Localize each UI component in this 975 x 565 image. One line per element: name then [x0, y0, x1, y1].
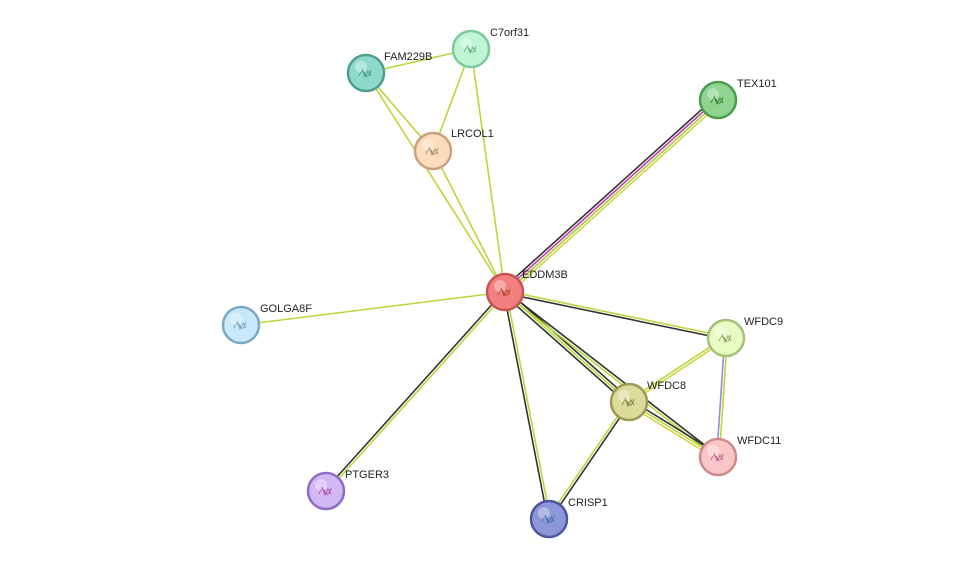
node-highlight — [422, 139, 434, 151]
edge-evidence-line — [505, 291, 552, 519]
node-c7orf31[interactable]: C7orf31 — [451, 27, 529, 69]
node-wfdc8[interactable]: WFDC8 — [609, 380, 686, 422]
edge-evidence-line — [718, 338, 729, 458]
protein-structure-icon — [425, 146, 439, 157]
edges-layer — [240, 48, 729, 521]
protein-structure-icon — [318, 486, 332, 497]
edge-eddm3b-wfdc9[interactable] — [504, 289, 727, 341]
node-golga8f[interactable]: GOLGA8F — [221, 303, 312, 345]
node-highlight — [230, 313, 242, 325]
protein-structure-icon — [710, 95, 724, 106]
node-label: CRISP1 — [568, 497, 608, 509]
node-wfdc11[interactable]: WFDC11 — [698, 435, 781, 477]
protein-structure-icon — [463, 44, 477, 55]
node-label: LRCOL1 — [451, 128, 494, 140]
protein-structure-icon — [358, 68, 372, 79]
node-label: WFDC11 — [737, 435, 781, 447]
node-circle[interactable] — [706, 318, 746, 358]
node-circle[interactable] — [698, 437, 738, 477]
edge-evidence-line — [365, 72, 506, 293]
node-label: FAM229B — [384, 51, 432, 63]
edge-evidence-line — [505, 100, 720, 294]
node-highlight — [315, 479, 327, 491]
node-label: PTGER3 — [345, 469, 389, 481]
node-label: C7orf31 — [490, 27, 529, 39]
node-highlight — [355, 61, 367, 73]
edge-eddm3b-golga8f[interactable] — [240, 291, 506, 326]
node-label: WFDC9 — [744, 316, 783, 328]
edge-evidence-line — [504, 292, 726, 341]
node-circle[interactable] — [485, 272, 525, 312]
edge-wfdc8-wfdc9[interactable] — [627, 336, 728, 404]
node-circle[interactable] — [306, 471, 346, 511]
edge-evidence-line — [547, 400, 629, 519]
node-circle[interactable] — [221, 305, 261, 345]
edge-evidence-line — [326, 292, 507, 493]
node-circle[interactable] — [609, 382, 649, 422]
node-circle[interactable] — [346, 53, 386, 93]
edge-evidence-line — [505, 290, 720, 457]
node-highlight — [707, 88, 719, 100]
node-circle[interactable] — [529, 499, 569, 539]
node-label: EDDM3B — [522, 269, 568, 281]
edge-eddm3b-crisp1[interactable] — [502, 291, 552, 520]
node-label: TEX101 — [737, 78, 777, 90]
edge-eddm3b-lrcol1[interactable] — [432, 150, 506, 293]
node-highlight — [460, 37, 472, 49]
node-highlight — [707, 445, 719, 457]
edge-evidence-line — [627, 336, 726, 402]
edge-evidence-line — [503, 98, 718, 292]
node-wfdc9[interactable]: WFDC9 — [706, 316, 783, 358]
node-crisp1[interactable]: CRISP1 — [529, 497, 608, 539]
protein-structure-icon — [541, 514, 555, 525]
node-highlight — [618, 390, 630, 402]
node-ptger3[interactable]: PTGER3 — [306, 469, 389, 511]
protein-structure-icon — [621, 397, 635, 408]
edge-eddm3b-wfdc11[interactable] — [503, 290, 720, 459]
edge-eddm3b-tex101[interactable] — [501, 96, 722, 296]
edge-eddm3b-c7orf31[interactable] — [470, 48, 506, 293]
protein-structure-icon — [497, 287, 511, 298]
node-highlight — [538, 507, 550, 519]
edge-evidence-line — [502, 292, 549, 520]
edge-evidence-line — [432, 150, 506, 293]
node-label: WFDC8 — [647, 380, 686, 392]
edge-evidence-line — [501, 96, 716, 290]
edge-evidence-line — [240, 291, 506, 326]
edge-eddm3b-ptger3[interactable] — [324, 290, 507, 493]
node-lrcol1[interactable]: LRCOL1 — [413, 128, 494, 171]
edge-eddm3b-fam229b[interactable] — [365, 72, 506, 293]
edge-evidence-line — [470, 48, 506, 293]
node-circle[interactable] — [413, 131, 453, 171]
protein-structure-icon — [718, 333, 732, 344]
protein-structure-icon — [710, 452, 724, 463]
node-circle[interactable] — [698, 80, 738, 120]
edge-evidence-line — [503, 292, 718, 459]
edge-wfdc8-crisp1[interactable] — [547, 400, 631, 521]
edge-evidence-line — [507, 102, 722, 296]
edge-evidence-line — [324, 290, 505, 491]
node-fam229b[interactable]: FAM229B — [346, 51, 432, 93]
protein-structure-icon — [233, 320, 247, 331]
edge-wfdc9-wfdc11[interactable] — [715, 337, 729, 458]
node-eddm3b[interactable]: EDDM3B — [485, 269, 568, 312]
edge-evidence-line — [715, 337, 726, 457]
node-circle[interactable] — [451, 29, 491, 69]
edge-evidence-line — [629, 338, 728, 404]
node-label: GOLGA8F — [260, 303, 312, 315]
edge-evidence-line — [549, 402, 631, 521]
edge-evidence-line — [505, 289, 727, 338]
edge-evidence-line — [502, 293, 628, 405]
node-highlight — [715, 326, 727, 338]
node-tex101[interactable]: TEX101 — [698, 78, 777, 120]
node-highlight — [494, 280, 506, 292]
